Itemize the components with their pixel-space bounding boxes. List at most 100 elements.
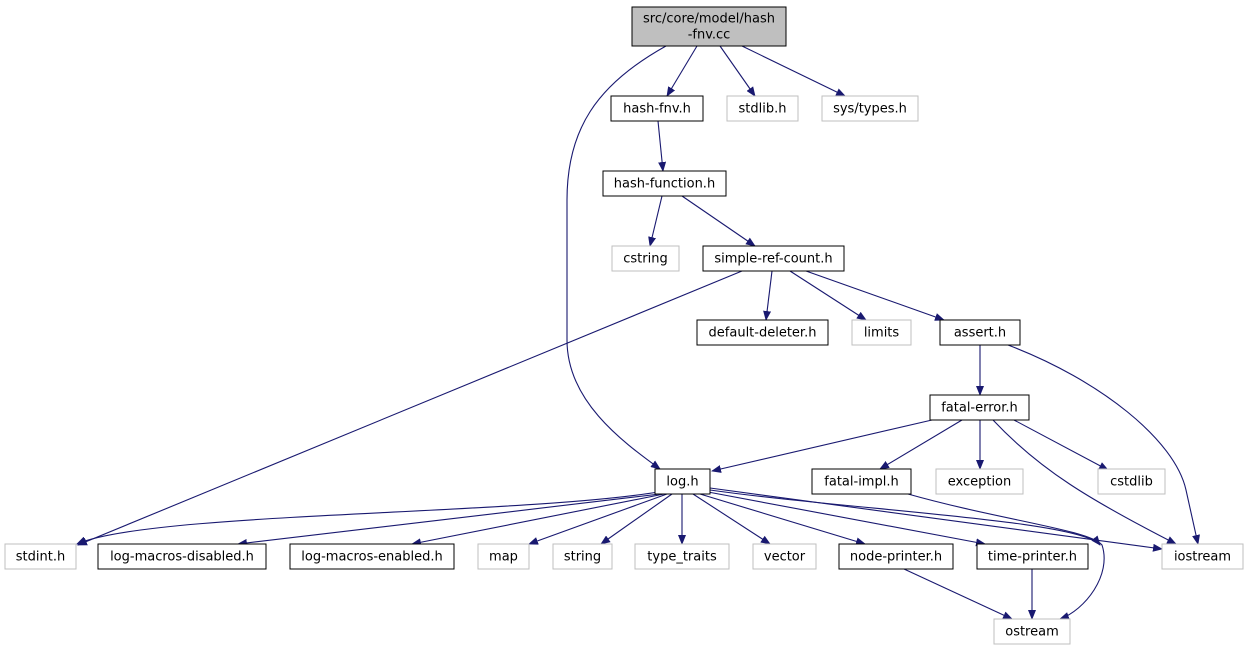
node-label: log-macros-disabled.h [110,550,254,565]
node-hash-fnv-h[interactable]: hash-fnv.h [610,95,704,122]
node-sys-types-h: sys/types.h [821,95,919,122]
edge-root-to-log-h [566,45,667,470]
node-box [929,394,1030,421]
node-box [1097,468,1166,495]
edge-log-h-to-map [528,493,668,545]
node-node-printer-h[interactable]: node-printer.h [838,543,954,570]
node-box [851,319,912,346]
node-label: default-deleter.h [709,326,817,341]
node-box [811,468,912,495]
edge-log-h-to-stdint-h [76,491,659,545]
node-box [726,95,799,122]
node-hash-function-h[interactable]: hash-function.h [602,170,727,197]
node-box [976,543,1089,570]
edge-hash-function-h-to-simple-ref-count-h [681,195,756,247]
node-fatal-error-h[interactable]: fatal-error.h [929,394,1030,421]
node-box [654,468,711,495]
node-box [477,543,530,570]
node-map: map [477,543,530,570]
edge-layer [76,45,1200,620]
node-box [935,468,1024,495]
edge-log-h-to-vector [692,493,771,545]
node-label: type_traits [647,550,717,565]
node-label: assert.h [954,326,1006,341]
edge-hash-function-h-to-cstring [648,195,663,247]
node-label: fatal-error.h [941,401,1018,416]
node-label: limits [864,326,900,341]
edge-root-to-stdlib-h [719,45,756,97]
node-stdlib-h: stdlib.h [726,95,799,122]
node-label: hash-function.h [614,177,715,192]
node-label: string [564,550,601,565]
node-label: cstdlib [1110,475,1153,490]
edge-simple-ref-count-h-to-assert-h [805,270,945,321]
node-box [610,95,704,122]
edge-log-h-to-time-printer-h [707,491,986,547]
node-log-h[interactable]: log.h [654,468,711,495]
node-label: log-macros-enabled.h [301,550,442,565]
node-label: hash-fnv.h [623,102,691,117]
edge-root-to-hash-fnv-h [666,45,698,97]
edge-fatal-error-h-to-cstdlib [1013,419,1109,471]
node-vector: vector [752,543,817,570]
node-string: string [552,543,613,570]
node-label: fatal-impl.h [824,475,898,490]
edge-log-h-to-ostream [709,489,1101,546]
node-stdint-h: stdint.h [4,543,77,570]
edge-log-h-to-string [600,493,673,545]
edge-node-printer-h-to-ostream [903,568,1013,620]
edge-simple-ref-count-h-to-default-deleter-h [763,270,773,321]
edge-simple-ref-count-h-to-stdint-h [77,270,743,546]
node-label: log.h [666,475,698,490]
node-label: stdlib.h [739,102,787,117]
node-label: vector [764,550,806,565]
edge-log-h-to-log-macros-enabled-h [411,493,665,547]
node-assert-h[interactable]: assert.h [939,319,1021,346]
node-box [821,95,919,122]
node-exception: exception [935,468,1024,495]
node-box [552,543,613,570]
node-label: exception [948,475,1012,490]
edge-hash-fnv-h-to-hash-function-h [657,120,667,172]
edge-root-to-sys-types-h [741,45,846,97]
node-box [696,319,829,346]
node-box [939,319,1021,346]
node-label: time-printer.h [988,550,1077,565]
node-time-printer-h[interactable]: time-printer.h [976,543,1089,570]
node-label: cstring [623,252,667,267]
node-type-traits: type_traits [634,543,730,570]
node-box [4,543,77,570]
node-layer: src/core/model/hash-fnv.cc hash-fnv.h stdl… [4,6,1244,645]
node-label: iostream [1174,550,1231,565]
node-fatal-impl-h[interactable]: fatal-impl.h [811,468,912,495]
node-log-macros-enabled-h[interactable]: log-macros-enabled.h [289,543,455,570]
edge-log-h-to-iostream [709,487,1163,552]
node-box [1161,543,1244,570]
edge-fatal-error-h-to-iostream [992,419,1177,545]
node-box [702,245,845,272]
node-box [838,543,954,570]
node-iostream: iostream [1161,543,1244,570]
node-box [634,543,730,570]
node-simple-ref-count-h[interactable]: simple-ref-count.h [702,245,845,272]
node-log-macros-disabled-h[interactable]: log-macros-disabled.h [97,543,267,570]
node-box [752,543,817,570]
node-box [611,245,680,272]
node-label: -fnv.cc [688,28,731,43]
node-label: sys/types.h [833,102,907,117]
node-box [602,170,727,197]
edge-log-h-to-log-macros-disabled-h [237,493,661,547]
node-root[interactable]: src/core/model/hash-fnv.cc [631,6,787,47]
edge-simple-ref-count-h-to-limits [789,270,867,321]
node-default-deleter-h[interactable]: default-deleter.h [696,319,829,346]
node-label: src/core/model/hash [643,12,775,27]
node-ostream: ostream [993,618,1071,645]
node-cstring: cstring [611,245,680,272]
node-box [289,543,455,570]
node-cstdlib: cstdlib [1097,468,1166,495]
node-box [631,6,787,47]
edge-log-h-to-node-printer-h [699,493,866,546]
node-limits: limits [851,319,912,346]
edge-fatal-error-h-to-log-h [711,419,933,473]
